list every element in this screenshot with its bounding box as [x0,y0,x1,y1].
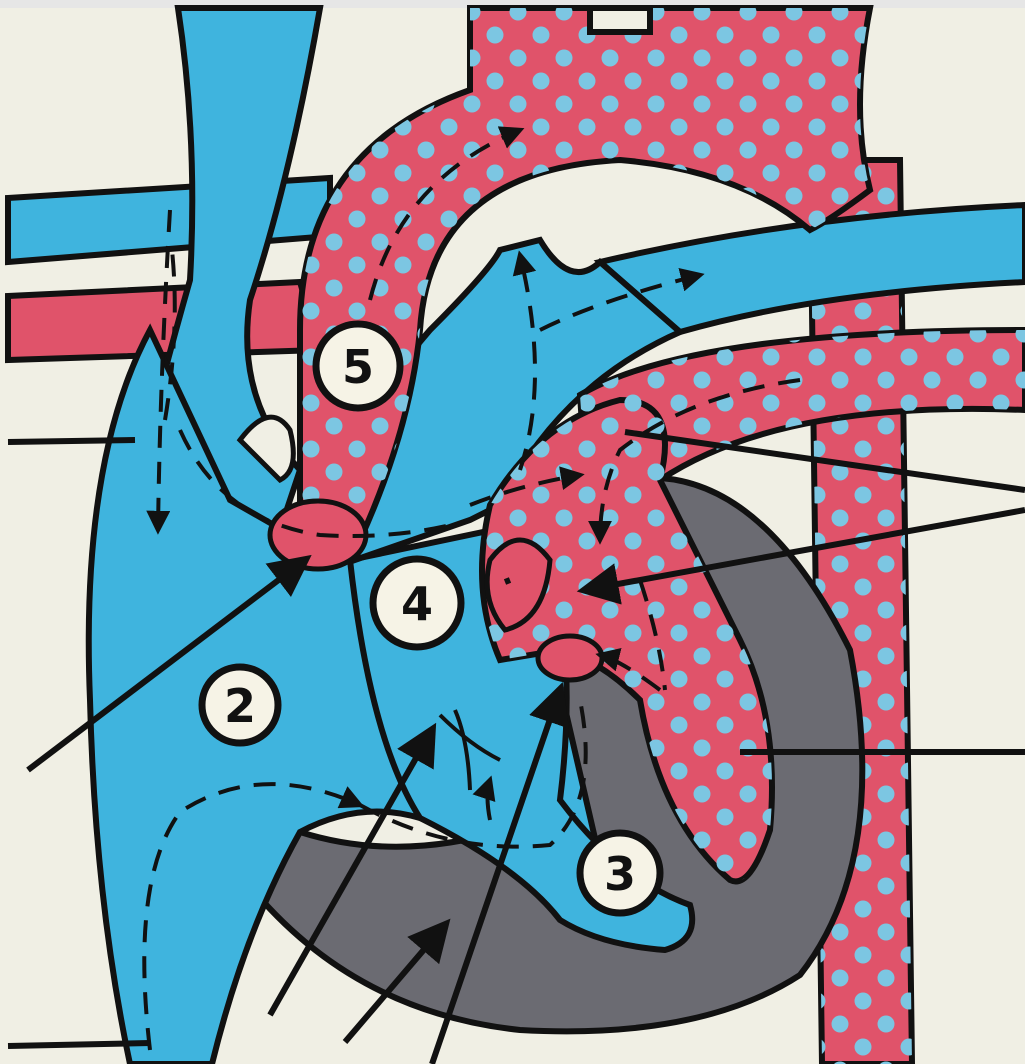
badge-label-4: 4 [373,559,461,647]
badge-text-2: 2 [224,679,256,733]
pointer-arrow-pulmonary-cusp [505,580,510,582]
pointer-line-left-bottom [8,1043,150,1046]
badge-label-5: 5 [316,324,400,408]
aortic-branch-gap [590,8,650,32]
badge-label-2: 2 [202,667,278,743]
mitral-valve-node [538,636,602,680]
badge-label-3: 3 [580,833,660,913]
badge-text-3: 3 [604,847,636,901]
badge-text-4: 4 [401,577,433,631]
pointer-line-left-top [8,440,135,442]
badge-text-5: 5 [342,340,374,394]
